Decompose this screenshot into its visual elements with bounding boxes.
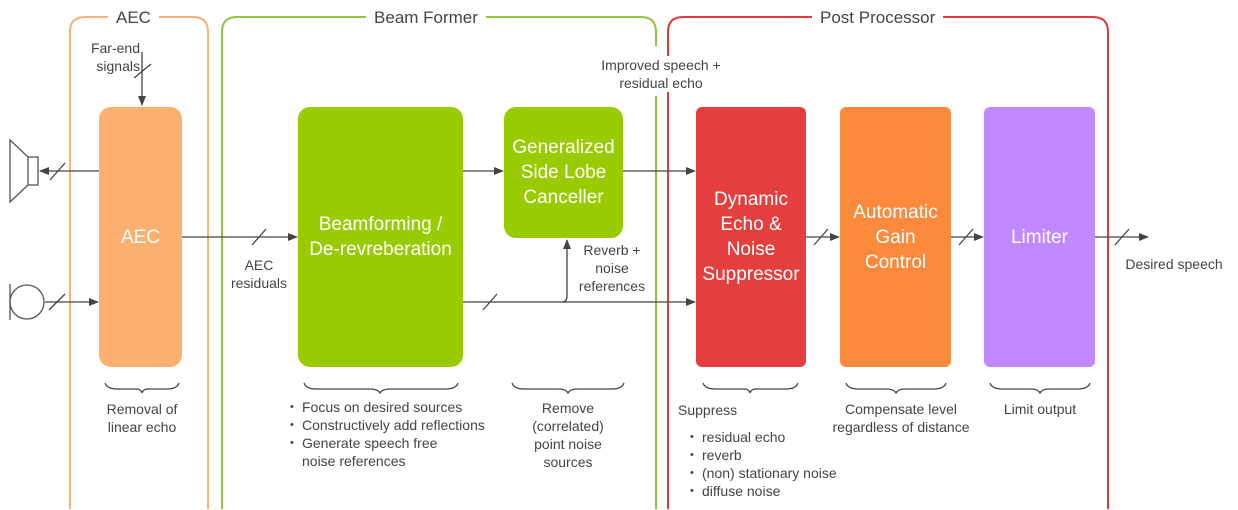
suppress-note-item: diffuse noise: [690, 482, 880, 500]
beamforming-note-item: Constructively add reflections: [290, 416, 505, 434]
output-slash: [1114, 228, 1130, 246]
aec-residuals-label: AEC residuals: [230, 257, 288, 291]
speaker-slash: [49, 162, 66, 181]
aec-note: Removal of linear echo: [106, 401, 178, 435]
aec-block: AEC: [99, 107, 182, 367]
microphone-icon: [9, 284, 45, 320]
limiter-brace: [989, 382, 1091, 395]
beamforming-note-item: Focus on desired sources: [290, 398, 505, 416]
suppressor-agc-slash: [813, 228, 829, 246]
suppressor-brace: [702, 382, 799, 394]
suppressor-block: Dynamic Echo & Noise Suppressor: [696, 107, 806, 367]
agc-note: Compensate level regardless of distance: [832, 401, 970, 435]
far-end-slash: [133, 63, 152, 79]
gslc-block: Generalized Side Lobe Canceller: [504, 107, 623, 238]
suppress-notes: residual echo reverb (non) stationary no…: [690, 428, 880, 500]
reverb-references-label: Reverb + noise references: [578, 242, 646, 294]
references-slash: [482, 293, 498, 311]
limiter-block: Limiter: [984, 107, 1095, 367]
beam-former-section-title: Beam Former: [366, 8, 486, 28]
beamforming-notes: Focus on desired sources Constructively …: [290, 398, 505, 470]
suppress-note-item: (non) stationary noise: [690, 464, 880, 482]
beamforming-brace: [303, 382, 459, 395]
suppress-title: Suppress: [678, 402, 738, 418]
reference-to-gslc-arrow: [561, 239, 571, 303]
post-processor-section-title: Post Processor: [812, 8, 944, 28]
agc-limiter-slash: [958, 228, 974, 246]
aec-residuals-slash: [251, 228, 267, 246]
speaker-icon: [9, 138, 39, 204]
suppress-note-item: residual echo: [690, 428, 880, 446]
aec-brace: [104, 382, 180, 394]
suppress-note-item: reverb: [690, 446, 880, 464]
desired-speech-label: Desired speech: [1125, 256, 1223, 272]
gslc-brace: [511, 382, 625, 395]
beamforming-block: Beamforming / De-revreberation: [298, 107, 463, 367]
beamforming-note-item: Generate speech free noise references: [290, 434, 470, 470]
mic-slash: [48, 293, 66, 311]
far-end-signals-label: Far-end signals: [90, 40, 140, 74]
gslc-note: Remove (correlated) point noise sources: [532, 400, 604, 470]
agc-brace: [845, 382, 947, 395]
agc-block: Automatic Gain Control: [840, 107, 951, 367]
improved-speech-label: Improved speech + residual echo: [586, 56, 736, 92]
limiter-note: Limit output: [1003, 401, 1077, 417]
aec-section-title: AEC: [108, 8, 159, 28]
